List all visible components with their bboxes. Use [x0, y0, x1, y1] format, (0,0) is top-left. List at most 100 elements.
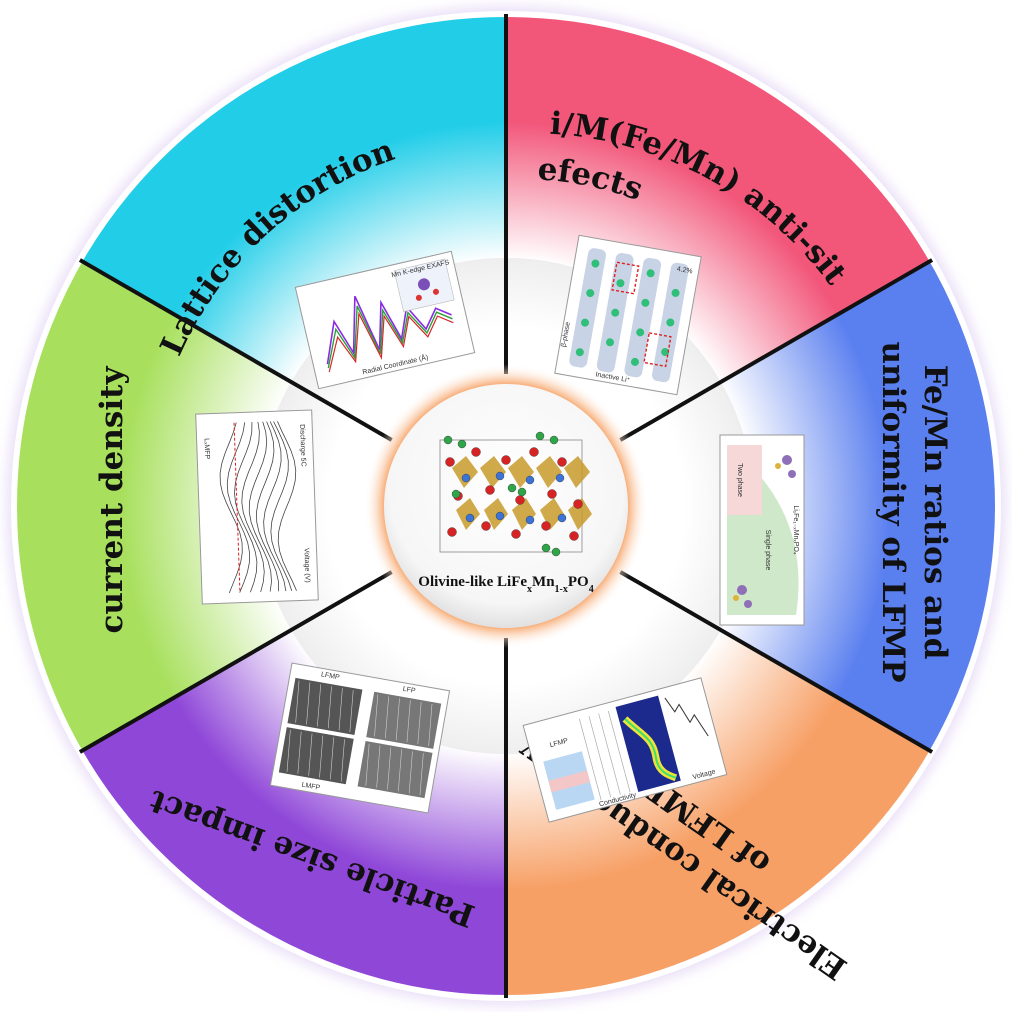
segment-lattice-distortion: [79, 14, 507, 382]
crystal-atom: [541, 521, 551, 531]
crystal-polyhedron: [508, 456, 534, 488]
thumbnail-particle-size: LFMP LFP LMFP: [269, 662, 451, 814]
particle-panel-streak: [306, 682, 311, 725]
svg-text:Li₁Fe₁₋ₓMnₓPO₄: Li₁Fe₁₋ₓMnₓPO₄: [792, 505, 799, 554]
particle-panel: [357, 741, 433, 799]
particle-panel-streak: [330, 737, 334, 780]
thumbnail-anti-site: β-phase Inactive Li⁺ 4.2%: [554, 234, 702, 396]
crystal-polyhedron: [536, 456, 562, 488]
particle-panel-streak: [317, 684, 322, 727]
svg-text:LₓMFP: LₓMFP: [203, 438, 211, 460]
crystal-atom: [495, 511, 505, 521]
crystal-atom: [481, 521, 491, 531]
crystal-atom: [457, 439, 467, 449]
current-curve: [248, 421, 272, 592]
crystal-cell-frame: [439, 439, 583, 553]
crystal-atom: [445, 457, 455, 467]
segment-fe-mn-ratios: [720, 260, 998, 752]
current-curve: [277, 421, 297, 591]
svg-text:β-phase: β-phase: [561, 321, 572, 347]
svg-text:LFP: LFP: [402, 686, 416, 695]
particle-panel-streak: [340, 739, 345, 782]
crystal-atom: [485, 485, 495, 495]
thumbnail-electrical: LFMP Conductivity Voltage: [522, 677, 728, 823]
crystal-atom: [525, 515, 535, 525]
crystal-atom: [501, 455, 511, 465]
crystal-polyhedron: [456, 498, 480, 530]
crystal-polyhedron: [564, 456, 590, 488]
particle-panel-streak: [387, 747, 392, 790]
crystal-atom: [555, 473, 565, 483]
svg-text:LMFP: LMFP: [301, 782, 321, 792]
thumbnail-lattice-exafs: Radial Coordinate (Å) Mn K-edge EXAFS: [294, 250, 476, 390]
crystal-atom: [541, 543, 551, 553]
crystal-atom: [447, 527, 457, 537]
current-curve: [219, 422, 243, 594]
crystal-atom: [443, 435, 453, 445]
segment-label-fe-mn-line1: Fe/Mn ratios and: [917, 365, 953, 660]
current-curve: [270, 421, 293, 591]
svg-text:Two phase: Two phase: [736, 463, 743, 497]
particle-panel-streak: [428, 703, 433, 747]
segment-label-fe-mn-line2: uniformity of LFMP: [875, 341, 911, 682]
crystal-atom: [547, 489, 557, 499]
thumbnail-fe-mn-phase: Li₁Fe₁₋ₓMnₓPO₄ Single phase Two phase: [719, 434, 805, 626]
svg-text:Discharge 5C: Discharge 5C: [298, 424, 306, 467]
particle-panel-streak: [365, 743, 370, 786]
segment-electrical-conductivity: [506, 630, 933, 998]
crystal-atom: [569, 531, 579, 541]
crystal-atom: [535, 431, 545, 441]
particle-panel-streak: [408, 751, 413, 794]
crystal-atom: [525, 475, 535, 485]
crystal-atom: [551, 547, 561, 557]
crystal-atom: [549, 435, 559, 445]
crystal-atom: [511, 529, 521, 539]
segment-dividers: [78, 14, 934, 998]
particle-panel: [278, 727, 354, 785]
particle-panel-streak: [417, 702, 422, 745]
thumbnail-current-density: Discharge 5C LₓMFP Voltage (V): [195, 409, 319, 605]
crystal-polyhedron: [452, 456, 478, 488]
crystal-atom: [557, 513, 567, 523]
particle-panel-streak: [395, 698, 400, 741]
segment-particle-size: [79, 630, 507, 998]
particle-panel: [287, 677, 363, 735]
center-label: Olivine-like LiFexMn1-xPO4: [418, 574, 593, 595]
crystal-atom: [495, 471, 505, 481]
crystal-atom: [573, 499, 583, 509]
particle-panel-streak: [397, 749, 402, 792]
particle-panel-streak: [338, 688, 343, 731]
center-disk: [384, 384, 628, 628]
particle-panel-streak: [297, 731, 302, 774]
current-curve: [256, 421, 280, 592]
wheel-segments: [11, 11, 1001, 1001]
current-curve: [263, 421, 287, 592]
particle-panel-streak: [349, 690, 354, 733]
segment-label-current-density: current density: [94, 366, 130, 634]
particle-panel-streak: [319, 735, 324, 778]
divider-line: [619, 570, 934, 754]
crystal-atom: [517, 487, 527, 497]
particle-panel-streak: [385, 696, 389, 739]
crystal-atom: [465, 513, 475, 523]
divider-line: [619, 258, 934, 442]
crystal-atom: [557, 457, 567, 467]
svg-text:4.2%: 4.2%: [676, 266, 693, 276]
particle-panel-streak: [376, 745, 381, 788]
svg-text:Voltage (V): Voltage (V): [302, 548, 310, 583]
current-curve: [241, 421, 265, 593]
segment-current-density: [13, 260, 292, 752]
crystal-atom: [451, 489, 461, 499]
current-curve: [226, 422, 250, 593]
crystal-atom: [529, 447, 539, 457]
crystal-atom: [461, 473, 471, 483]
crystal-atom: [507, 483, 517, 493]
svg-text:LFMP: LFMP: [320, 671, 340, 681]
crystal-polyhedron: [484, 498, 508, 530]
particle-panel-streak: [295, 680, 300, 723]
crystal-polyhedron: [480, 456, 506, 488]
crystal-atom: [471, 447, 481, 457]
particle-panel-streak: [286, 729, 291, 772]
particle-panel-streak: [374, 694, 379, 737]
